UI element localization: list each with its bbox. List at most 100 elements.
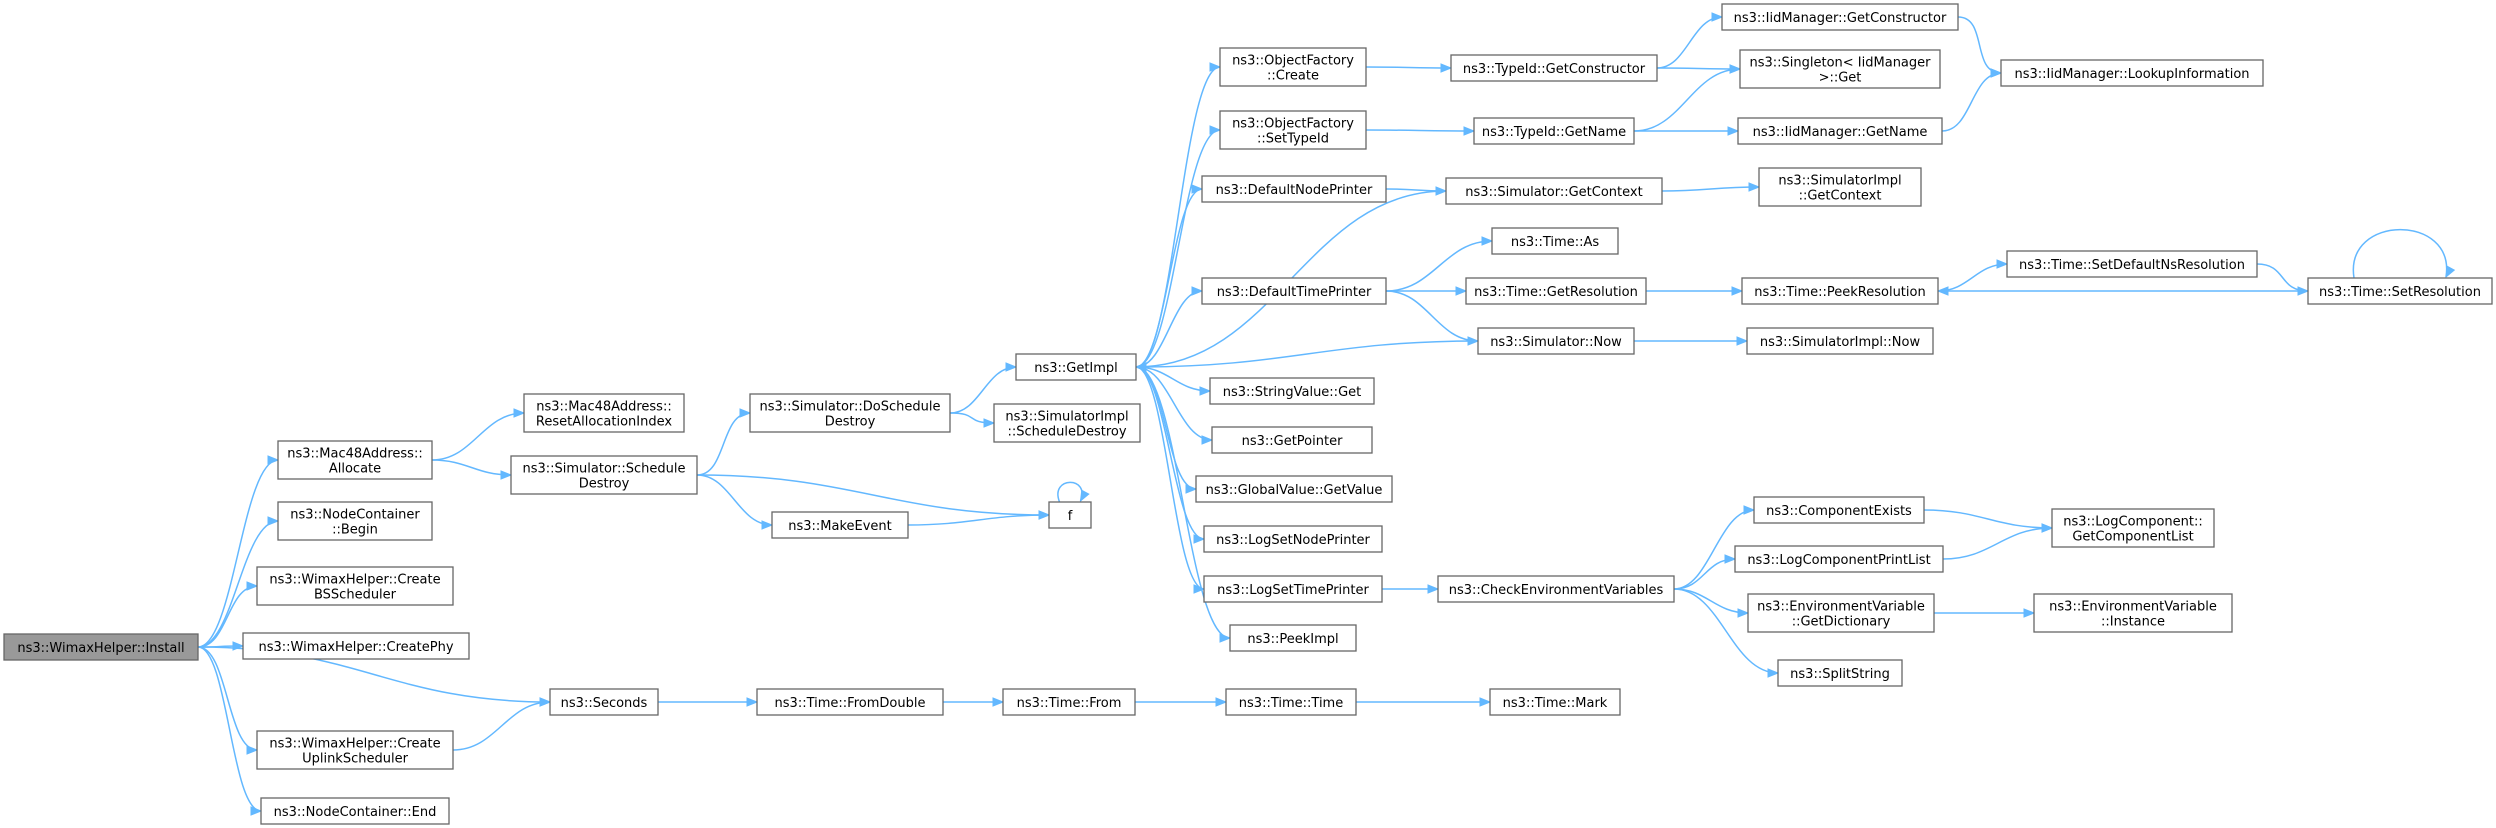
node-deftime[interactable]: ns3::DefaultTimePrinter — [1201, 277, 1387, 305]
node-lognode[interactable]: ns3::LogSetNodePrinter — [1203, 525, 1383, 553]
node-label: ns3::EnvironmentVariable — [1757, 600, 1925, 615]
node-peekres[interactable]: ns3::Time::PeekResolution — [1741, 277, 1939, 305]
node-fromdouble[interactable]: ns3::Time::FromDouble — [756, 688, 944, 716]
node-resetalloc[interactable]: ns3::Mac48Address::ResetAllocationIndex — [523, 393, 685, 433]
edge-checkenv-to-splitstr — [1673, 588, 1780, 678]
node-singleton[interactable]: ns3::Singleton< IidManager >::Get — [1739, 49, 1941, 89]
edge-arrowhead — [1185, 484, 1198, 494]
node-label: ns3::Time::Mark — [1503, 696, 1608, 711]
edge-arrowhead — [1729, 64, 1742, 74]
node-setres[interactable]: ns3::Time::SetResolution — [2307, 277, 2493, 305]
node-box — [1015, 353, 1137, 381]
edge-simnow-to-getimpl — [1134, 340, 1479, 372]
edge-logtime-to-checkenv — [1382, 584, 1440, 594]
node-iidgetctor[interactable]: ns3::IidManager::GetConstructor — [1721, 3, 1959, 31]
node-envdict[interactable]: ns3::EnvironmentVariable::GetDictionary — [1747, 593, 1935, 633]
node-simimplctx[interactable]: ns3::SimulatorImpl::GetContext — [1758, 167, 1922, 207]
edge-arrowhead — [1731, 286, 1744, 296]
node-mac48alloc[interactable]: ns3::Mac48Address::Allocate — [277, 440, 433, 480]
edge-arrowhead — [1463, 126, 1476, 136]
edge-line — [696, 474, 773, 526]
node-defnode[interactable]: ns3::DefaultNodePrinter — [1201, 175, 1387, 203]
node-ofcreate[interactable]: ns3::ObjectFactory::Create — [1219, 47, 1367, 87]
node-label: ns3::LogComponentPrintList — [1747, 553, 1930, 568]
node-simgetctx[interactable]: ns3::Simulator::GetContext — [1445, 177, 1663, 205]
node-getptr[interactable]: ns3::GetPointer — [1211, 426, 1373, 454]
node-peekimpl[interactable]: ns3::PeekImpl — [1229, 624, 1357, 652]
edge-line — [1385, 240, 1493, 292]
node-label: ns3::NodeContainer::End — [274, 805, 437, 820]
node-box — [523, 393, 685, 433]
edge-arrowhead — [1038, 510, 1051, 520]
node-box — [1777, 659, 1903, 687]
edge-arrowhead — [1743, 505, 1756, 515]
edge-getimpl-to-ofsettype — [1135, 125, 1222, 368]
node-checkenv[interactable]: ns3::CheckEnvironmentVariables — [1437, 575, 1675, 603]
edge-line — [1656, 67, 1741, 70]
edge-line — [431, 459, 512, 476]
node-simnow[interactable]: ns3::Simulator::Now — [1477, 327, 1635, 355]
node-makeevent[interactable]: ns3::MakeEvent — [771, 511, 909, 539]
node-gvget[interactable]: ns3::GlobalValue::GetValue — [1195, 475, 1393, 503]
edge-line — [1135, 188, 1203, 368]
node-iidgetname[interactable]: ns3::IidManager::GetName — [1737, 117, 1943, 145]
node-ncend[interactable]: ns3::NodeContainer::End — [260, 797, 450, 825]
edge-arrowhead — [1193, 534, 1206, 544]
node-label: ns3::Time::SetResolution — [2319, 285, 2481, 300]
node-label: ns3::CheckEnvironmentVariables — [1449, 583, 1664, 598]
node-strget[interactable]: ns3::StringValue::Get — [1209, 377, 1375, 405]
node-createphy[interactable]: ns3::WimaxHelper::CreatePhy — [242, 632, 470, 660]
edge-compexists-to-getcomplist — [1923, 509, 2054, 533]
node-label: ns3::WimaxHelper::Install — [17, 641, 184, 656]
node-box — [1201, 277, 1387, 305]
node-label: ::SetTypeId — [1257, 132, 1329, 147]
node-logcompprint[interactable]: ns3::LogComponentPrintList — [1734, 545, 1944, 573]
node-logtime[interactable]: ns3::LogSetTimePrinter — [1203, 575, 1383, 603]
edge-arrowhead — [739, 408, 752, 418]
edge-getimpl-to-ofcreate — [1135, 62, 1222, 368]
node-box — [1048, 501, 1092, 529]
node-getimpl[interactable]: ns3::GetImpl — [1015, 353, 1137, 381]
node-compexists[interactable]: ns3::ComponentExists — [1753, 496, 1925, 524]
node-simimplnow[interactable]: ns3::SimulatorImpl::Now — [1746, 327, 1934, 355]
node-seconds[interactable]: ns3::Seconds — [549, 688, 659, 716]
node-ofsettype[interactable]: ns3::ObjectFactory::SetTypeId — [1219, 110, 1367, 150]
edge-schedule-to-makeevent — [696, 474, 774, 530]
edge-doschedule-to-getimpl — [949, 362, 1018, 414]
node-ncbegin[interactable]: ns3::NodeContainer::Begin — [277, 501, 433, 541]
node-setdefres[interactable]: ns3::Time::SetDefaultNsResolution — [2006, 250, 2258, 278]
node-label: ResetAllocationIndex — [536, 415, 672, 430]
node-box — [1437, 575, 1675, 603]
node-box — [749, 393, 951, 433]
node-getcomplist[interactable]: ns3::LogComponent::GetComponentList — [2051, 508, 2215, 548]
node-box — [277, 501, 433, 541]
node-tidgetctor[interactable]: ns3::TypeId::GetConstructor — [1450, 54, 1658, 82]
node-label: ::GetDictionary — [1792, 615, 1891, 630]
node-label: ns3::DefaultTimePrinter — [1217, 285, 1372, 300]
edge-line — [1673, 509, 1755, 590]
node-schedule[interactable]: ns3::Simulator::ScheduleDestroy — [510, 455, 698, 495]
node-simimplsched[interactable]: ns3::SimulatorImpl::ScheduleDestroy — [993, 403, 1141, 443]
node-from[interactable]: ns3::Time::From — [1002, 688, 1136, 716]
edge-arrowhead — [1736, 336, 1749, 346]
edge-arrowhead — [246, 745, 259, 755]
node-box — [1721, 3, 1959, 31]
node-envinst[interactable]: ns3::EnvironmentVariable::Instance — [2033, 593, 2233, 633]
node-splitstr[interactable]: ns3::SplitString — [1777, 659, 1903, 687]
node-timeas[interactable]: ns3::Time::As — [1491, 227, 1619, 255]
node-mark[interactable]: ns3::Time::Mark — [1489, 688, 1621, 716]
node-box — [510, 455, 698, 495]
node-f[interactable]: f — [1048, 501, 1092, 529]
node-iidlookup[interactable]: ns3::IidManager::LookupInformation — [2000, 59, 2264, 87]
node-install[interactable]: ns3::WimaxHelper::Install — [3, 633, 199, 661]
node-box — [1734, 545, 1944, 573]
edge-getimpl-to-defnode — [1135, 184, 1204, 368]
edge-arrowhead — [2445, 265, 2456, 279]
node-timetime[interactable]: ns3::Time::Time — [1225, 688, 1357, 716]
node-tidgetname[interactable]: ns3::TypeId::GetName — [1473, 117, 1635, 145]
edge-line — [1923, 509, 2053, 529]
node-timegetres[interactable]: ns3::Time::GetResolution — [1465, 277, 1647, 305]
